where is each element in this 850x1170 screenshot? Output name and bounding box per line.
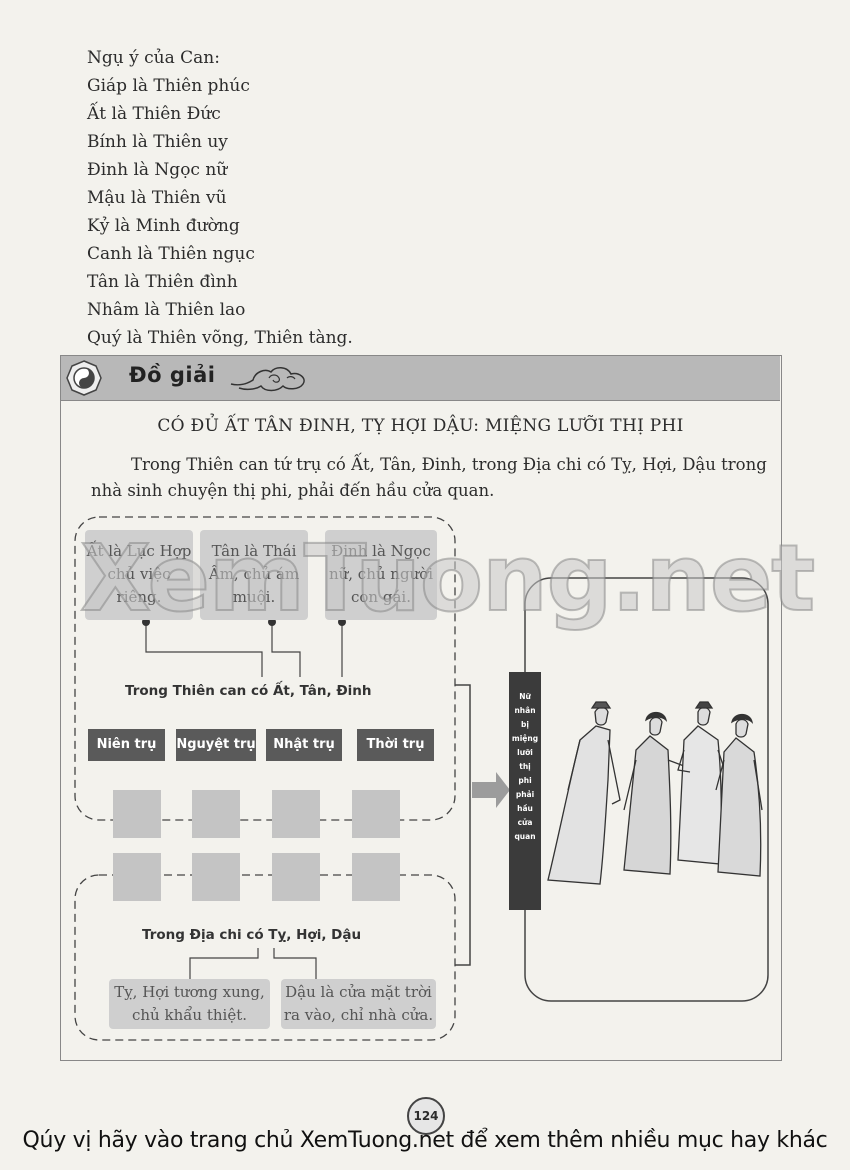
chi-label: Trong Địa chi có Tỵ, Hợi, Dậu	[142, 927, 362, 943]
pillar-nien: Niên trụ	[88, 729, 165, 761]
can-dashed-frame	[74, 516, 456, 821]
caption-word: cửa	[517, 818, 533, 827]
banner-title: Đồ giải	[129, 363, 216, 387]
intro-line: Đinh là Ngọc nữ	[87, 160, 228, 180]
intro-line: Mậu là Thiên vũ	[87, 188, 227, 208]
can-cell	[352, 790, 400, 838]
intro-list: Ngụ ý của Can: Giáp là Thiên phúc Ất là …	[87, 44, 353, 352]
caption-word: hầu	[517, 804, 533, 813]
bottom-box-ty-hoi: Tỵ, Hợi tương xung, chủ khẩu thiệt.	[109, 979, 270, 1029]
caption-word: quan	[514, 832, 536, 841]
vertical-caption: Nữ nhân bị miệng lưỡi thị phi phải hầu c…	[509, 672, 541, 910]
intro-line: Kỷ là Minh đường	[87, 216, 240, 236]
caption-word: bị	[521, 720, 529, 729]
intro-line: Quý là Thiên võng, Thiên tàng.	[87, 328, 353, 348]
chi-dashed-frame	[74, 874, 456, 1041]
bracket-line	[455, 684, 471, 966]
can-cell	[272, 790, 320, 838]
caption-word: lưỡi	[517, 748, 533, 757]
can-cell	[113, 790, 161, 838]
can-label: Trong Thiên can có Ất, Tân, Đinh	[125, 683, 372, 699]
top-box-tan: Tân là Thái Âm, chủ ám muội.	[200, 530, 308, 620]
cloud-ornament-icon	[230, 367, 305, 392]
section-banner: Đồ giải	[61, 356, 780, 401]
caption-word: phi	[518, 776, 532, 785]
bagua-icon	[66, 360, 102, 396]
caption-word: miệng	[511, 734, 539, 743]
pillar-nguyet: Nguyệt trụ	[176, 729, 256, 761]
pillar-nhat: Nhật trụ	[266, 729, 342, 761]
footer-text: Qúy vị hãy vào trang chủ XemTuong.net để…	[22, 1128, 828, 1153]
four-figures-illustration	[547, 701, 763, 885]
can-cell	[192, 790, 240, 838]
caption-word: phải	[515, 790, 535, 799]
top-box-dinh: Đinh là Ngọc nữ, chủ người con gái.	[325, 530, 437, 620]
section-paragraph: Trong Thiên can tứ trụ có Ất, Tân, Đinh,…	[91, 455, 767, 500]
section-heading: CÓ ĐỦ ẤT TÂN ĐINH, TỴ HỢI DẬU: MIỆNG LƯỠ…	[157, 416, 684, 436]
chi-cell	[192, 853, 240, 901]
chi-cell	[113, 853, 161, 901]
intro-line: Ất là Thiên Đức	[87, 104, 221, 124]
caption-word: nhân	[514, 706, 536, 715]
intro-line: Canh là Thiên ngục	[87, 244, 255, 264]
pillar-thoi: Thời trụ	[357, 729, 434, 761]
intro-line: Nhâm là Thiên lao	[87, 300, 246, 320]
diagram-panel: Đồ giải CÓ ĐỦ ẤT TÂN ĐINH, TỴ HỢI DẬU: M…	[60, 355, 782, 1061]
intro-line: Giáp là Thiên phúc	[87, 76, 250, 96]
caption-word: thị	[519, 762, 531, 771]
intro-line: Bính là Thiên uy	[87, 132, 228, 152]
page-number: 124	[407, 1097, 445, 1135]
chi-cell	[352, 853, 400, 901]
chi-cell	[272, 853, 320, 901]
top-box-at: Ất là Lục Hợp chủ việc riêng.	[85, 530, 193, 620]
bottom-box-dau: Dậu là cửa mặt trời ra vào, chỉ nhà cửa.	[281, 979, 436, 1029]
caption-word: Nữ	[519, 692, 531, 701]
intro-line: Ngụ ý của Can:	[87, 48, 220, 68]
intro-line: Tân là Thiên đình	[87, 272, 238, 292]
arrow-right-icon	[472, 772, 510, 808]
